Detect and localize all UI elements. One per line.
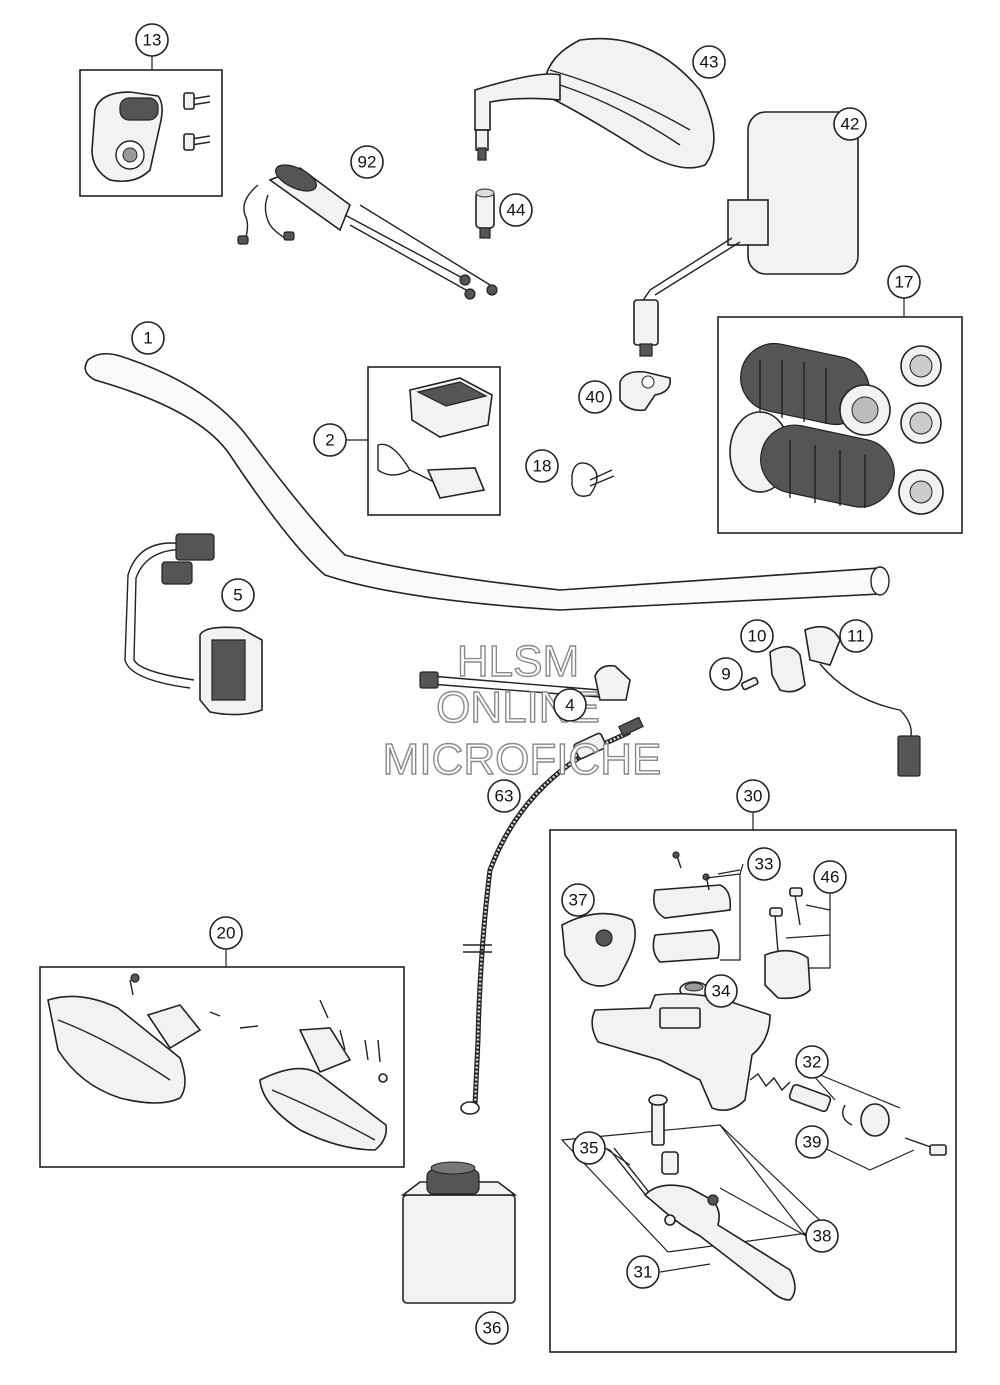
svg-text:9: 9 [721,665,730,684]
leader-lines [151,56,915,1273]
callouts: 13 43 42 92 44 1 17 2 40 18 5 10 11 9 4 … [131,23,921,1345]
callout-37[interactable]: 37 [561,883,595,917]
svg-text:34: 34 [712,982,731,1001]
svg-text:10: 10 [748,627,767,646]
svg-text:1: 1 [143,329,152,348]
svg-text:40: 40 [586,388,605,407]
svg-text:20: 20 [217,924,236,943]
callout-10[interactable]: 10 [740,619,774,653]
callout-13[interactable]: 13 [135,23,169,57]
callout-1[interactable]: 1 [131,321,165,355]
group-box-17 [717,316,963,534]
svg-text:42: 42 [841,115,860,134]
svg-text:2: 2 [325,431,334,450]
callout-43[interactable]: 43 [692,45,726,79]
part-13-throttle-housing [91,91,211,183]
part-18-cable-tie [571,462,615,497]
callout-2[interactable]: 2 [313,423,347,457]
callout-46[interactable]: 46 [813,860,847,894]
callout-38[interactable]: 38 [805,1219,839,1253]
callout-33[interactable]: 33 [747,847,781,881]
watermark-line1: HLSM [457,637,579,686]
part-40-clamp [619,370,672,412]
watermark-line3: MICROFICHE [383,735,662,784]
svg-text:18: 18 [533,457,552,476]
callout-20[interactable]: 20 [209,916,243,950]
callout-44[interactable]: 44 [499,193,533,227]
callout-40[interactable]: 40 [578,380,612,414]
group-box-20 [39,966,405,1168]
svg-text:38: 38 [813,1227,832,1246]
callout-17[interactable]: 17 [887,265,921,299]
part-36-brake-fluid [400,1161,518,1304]
svg-text:35: 35 [580,1139,599,1158]
part-44-mirror-adapter [475,188,495,239]
callout-30[interactable]: 30 [736,779,770,813]
svg-text:92: 92 [358,153,377,172]
svg-text:43: 43 [700,53,719,72]
part-9-10-11-clamp-sensor [740,625,921,777]
svg-text:31: 31 [634,1263,653,1282]
part-92-throttle-cables [237,164,498,300]
part-5-combo-switch [124,533,263,716]
callout-92[interactable]: 92 [350,145,384,179]
callout-32[interactable]: 32 [795,1045,829,1079]
group-box-13 [79,69,223,197]
svg-text:11: 11 [847,627,865,646]
svg-text:44: 44 [507,201,526,220]
callout-9[interactable]: 9 [709,657,743,691]
svg-text:17: 17 [895,273,914,292]
part-43-mirror [474,37,715,169]
part-42-mirror-rect [633,111,859,357]
svg-text:32: 32 [803,1053,822,1072]
part-63-brake-hose [460,716,644,1115]
svg-text:4: 4 [565,696,574,715]
svg-text:39: 39 [803,1133,822,1152]
callout-42[interactable]: 42 [833,107,867,141]
svg-text:13: 13 [143,31,162,50]
svg-text:33: 33 [755,855,774,874]
svg-text:30: 30 [744,787,763,806]
svg-text:63: 63 [495,787,514,806]
callout-5[interactable]: 5 [221,578,255,612]
part-17-grips [729,342,944,515]
callout-36[interactable]: 36 [475,1311,509,1345]
svg-text:36: 36 [483,1319,502,1338]
watermark: HLSM ONLINE MICROFICHE [382,636,662,784]
callout-18[interactable]: 18 [525,449,559,483]
part-30-brake-master-cylinder [561,851,947,1301]
callout-34[interactable]: 34 [704,974,738,1008]
callout-35[interactable]: 35 [572,1131,606,1165]
part-1-handlebar [84,352,890,611]
callout-11[interactable]: 11 [839,619,873,653]
svg-text:5: 5 [233,586,242,605]
part-2-map-switch [377,377,493,499]
callout-4[interactable]: 4 [553,688,587,722]
callout-63[interactable]: 63 [487,779,521,813]
svg-text:46: 46 [821,868,840,887]
svg-text:37: 37 [569,891,588,910]
callout-31[interactable]: 31 [626,1255,660,1289]
callout-39[interactable]: 39 [795,1125,829,1159]
part-4-kill-switch [419,664,631,701]
group-box-2 [367,366,501,516]
part-20-handguards [47,973,388,1151]
